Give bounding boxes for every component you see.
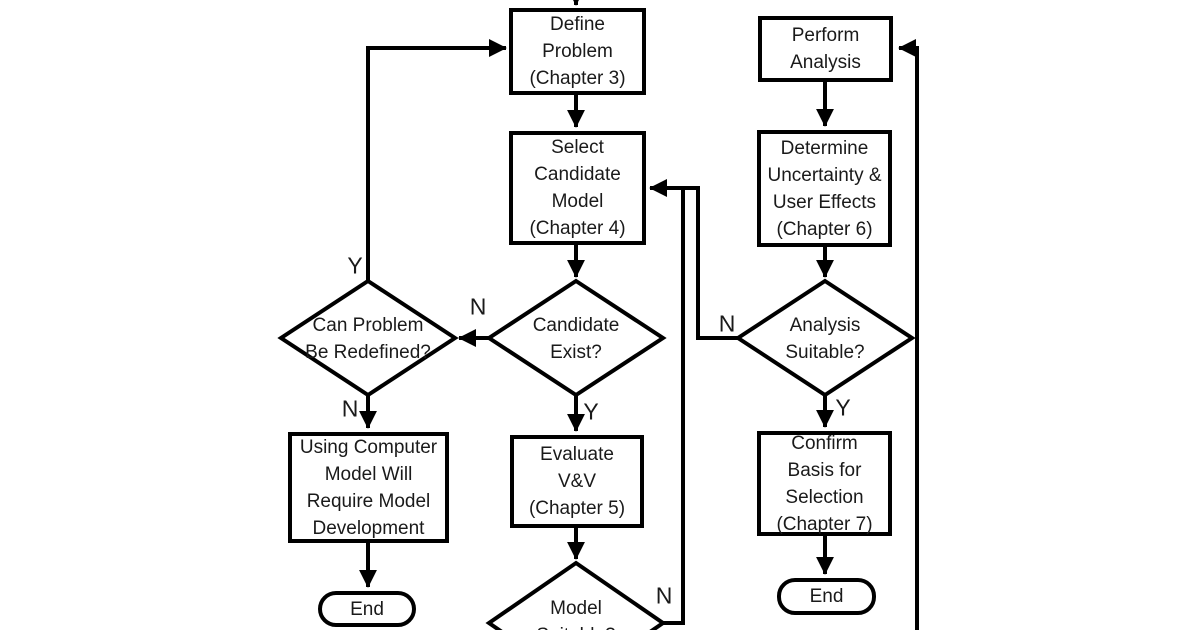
diamond-model-suitable bbox=[485, 560, 667, 630]
branch-label-candidate-no: N bbox=[469, 293, 487, 320]
node-define-problem: Define Problem (Chapter 3) bbox=[509, 8, 646, 95]
label-candidate-exist: Candidate Exist? bbox=[532, 315, 620, 363]
node-determine-uncertainty: Determine Uncertainty & User Effects (Ch… bbox=[757, 130, 892, 247]
branch-label-analysis-no: N bbox=[718, 310, 736, 337]
branch-label-candidate-yes: Y bbox=[583, 398, 599, 425]
diamond-can-problem-be-redefined bbox=[277, 278, 459, 398]
node-end-left: End bbox=[318, 591, 416, 627]
node-using-computer-model: Using Computer Model Will Require Model … bbox=[288, 432, 449, 543]
label-model-suitable: Model Suitable? bbox=[536, 598, 615, 630]
label-analysis-suitable: Analysis Suitable? bbox=[785, 315, 865, 363]
branch-label-redefine-no: N bbox=[341, 395, 359, 422]
branch-label-model-no: N bbox=[655, 582, 673, 609]
edge-redefined-yes-to-define-problem bbox=[366, 39, 507, 281]
node-perform-analysis: Perform Analysis bbox=[758, 16, 893, 82]
diamond-candidate-exist bbox=[485, 278, 667, 398]
node-confirm-basis: Confirm Basis for Selection (Chapter 7) bbox=[757, 431, 892, 536]
edge-analysis-no-to-select-candidate bbox=[649, 179, 738, 340]
edge-model-no-to-select-candidate bbox=[663, 186, 685, 625]
branch-label-redefine-yes: Y bbox=[347, 252, 363, 279]
branch-label-analysis-yes: Y bbox=[835, 394, 851, 421]
node-evaluate-vv: Evaluate V&V (Chapter 5) bbox=[510, 435, 644, 528]
node-select-candidate-model: Select Candidate Model (Chapter 4) bbox=[509, 131, 646, 245]
diamond-analysis-suitable bbox=[734, 278, 916, 398]
node-end-right: End bbox=[777, 578, 876, 615]
edge-loop-to-perform-analysis bbox=[898, 39, 919, 630]
label-can-problem-be-redefined: Can Problem Be Redefined? bbox=[305, 315, 431, 363]
